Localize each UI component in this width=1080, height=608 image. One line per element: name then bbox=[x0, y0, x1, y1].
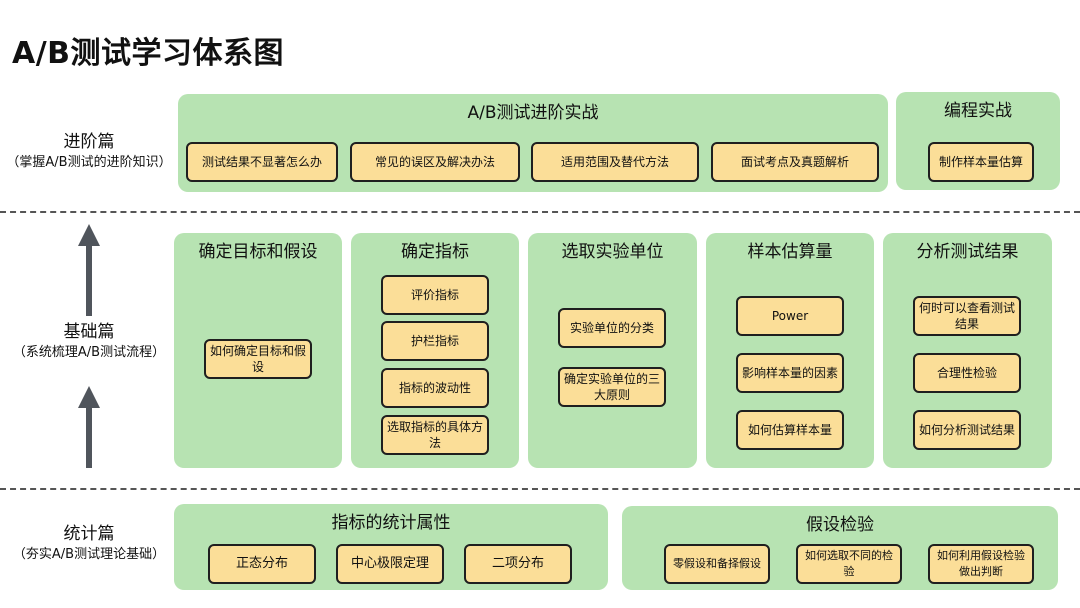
item-box: 中心极限定理 bbox=[336, 544, 444, 584]
panel-sample-size: 样本估算量 Power 影响样本量的因素 如何估算样本量 bbox=[706, 233, 874, 468]
panel-title: 确定指标 bbox=[401, 242, 469, 262]
item-box: 如何分析测试结果 bbox=[913, 410, 1021, 450]
row-label-basic-main: 基础篇 bbox=[63, 322, 115, 342]
item-box: 适用范围及替代方法 bbox=[531, 142, 699, 182]
row-label-advanced-main: 进阶篇 bbox=[63, 132, 115, 152]
row-label-basic: 基础篇 （系统梳理A/B测试流程） bbox=[0, 320, 178, 362]
row-label-stats-main: 统计篇 bbox=[63, 524, 115, 544]
panel-ab-advanced-practice: A/B测试进阶实战 测试结果不显著怎么办 常见的误区及解决办法 适用范围及替代方… bbox=[178, 94, 888, 192]
up-arrow-icon bbox=[78, 224, 100, 316]
row-label-advanced-sub: （掌握A/B测试的进阶知识） bbox=[6, 155, 172, 170]
separator-line bbox=[0, 488, 1080, 490]
item-box: 影响样本量的因素 bbox=[736, 353, 844, 393]
panel-hypothesis-testing: 假设检验 零假设和备择假设 如何选取不同的检验 如何利用假设检验做出判断 bbox=[622, 506, 1058, 590]
panel-title: 指标的统计属性 bbox=[331, 513, 451, 533]
panel-title: 样本估算量 bbox=[747, 242, 833, 262]
item-box: 合理性检验 bbox=[913, 353, 1021, 393]
item-box: 二项分布 bbox=[464, 544, 572, 584]
panel-title: 假设检验 bbox=[806, 515, 874, 535]
item-box: 如何估算样本量 bbox=[736, 410, 844, 450]
item-box: 如何选取不同的检验 bbox=[796, 544, 902, 584]
separator-line bbox=[0, 211, 1080, 213]
item-box: 常见的误区及解决办法 bbox=[350, 142, 520, 182]
panel-experiment-unit: 选取实验单位 实验单位的分类 确定实验单位的三大原则 bbox=[528, 233, 697, 468]
panel-title: 分析测试结果 bbox=[916, 242, 1019, 262]
panel-coding-practice: 编程实战 制作样本量估算 bbox=[896, 92, 1060, 190]
panel-title: 确定目标和假设 bbox=[198, 242, 318, 262]
diagram-title: A/B测试学习体系图 bbox=[12, 36, 285, 71]
item-box: 如何确定目标和假设 bbox=[204, 339, 312, 379]
panel-title: 选取实验单位 bbox=[561, 242, 664, 262]
item-box: 确定实验单位的三大原则 bbox=[558, 367, 666, 407]
row-label-stats: 统计篇 （夯实A/B测试理论基础） bbox=[0, 522, 178, 564]
item-box: 正态分布 bbox=[208, 544, 316, 584]
panel-metrics: 确定指标 评价指标 护栏指标 指标的波动性 选取指标的具体方法 bbox=[351, 233, 519, 468]
item-box: 如何利用假设检验做出判断 bbox=[928, 544, 1034, 584]
item-box: 测试结果不显著怎么办 bbox=[186, 142, 338, 182]
item-box: 指标的波动性 bbox=[381, 368, 489, 408]
panel-title: A/B测试进阶实战 bbox=[467, 103, 599, 123]
item-box: 实验单位的分类 bbox=[558, 308, 666, 348]
panel-title: 编程实战 bbox=[944, 101, 1012, 121]
row-label-advanced: 进阶篇 （掌握A/B测试的进阶知识） bbox=[0, 130, 178, 172]
item-box: 零假设和备择假设 bbox=[664, 544, 770, 584]
panel-goal-hypothesis: 确定目标和假设 如何确定目标和假设 bbox=[174, 233, 342, 468]
item-box: Power bbox=[736, 296, 844, 336]
item-box: 面试考点及真题解析 bbox=[711, 142, 879, 182]
item-box: 制作样本量估算 bbox=[928, 142, 1034, 182]
panel-analysis: 分析测试结果 何时可以查看测试结果 合理性检验 如何分析测试结果 bbox=[883, 233, 1052, 468]
panel-metric-statistics: 指标的统计属性 正态分布 中心极限定理 二项分布 bbox=[174, 504, 608, 590]
up-arrow-icon bbox=[78, 386, 100, 468]
item-box: 护栏指标 bbox=[381, 321, 489, 361]
row-label-basic-sub: （系统梳理A/B测试流程） bbox=[12, 345, 166, 360]
row-label-stats-sub: （夯实A/B测试理论基础） bbox=[12, 547, 166, 562]
item-box: 评价指标 bbox=[381, 275, 489, 315]
item-box: 选取指标的具体方法 bbox=[381, 415, 489, 455]
item-box: 何时可以查看测试结果 bbox=[913, 296, 1021, 336]
